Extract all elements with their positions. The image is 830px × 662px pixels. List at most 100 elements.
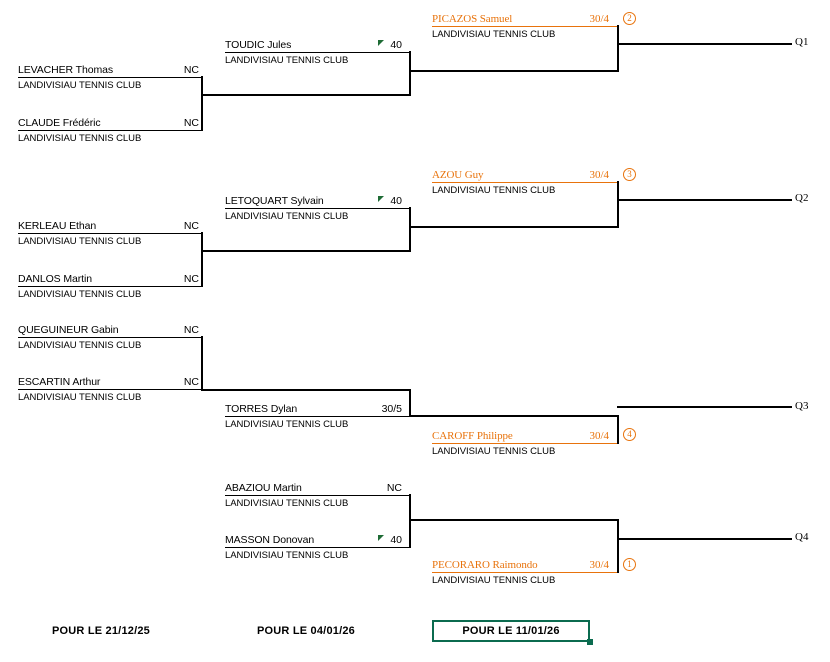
player-club: LANDIVISIAU TENNIS CLUB — [432, 29, 556, 40]
bracket-connector-horizontal — [409, 70, 619, 72]
player-entry[interactable]: LEVACHER Thomas NC LANDIVISIAU TENNIS CL… — [18, 64, 203, 92]
bracket-connector-horizontal — [617, 538, 792, 540]
player-entry-qualified[interactable]: PECORARO Raimondo 30/4 LANDIVISIAU TENNI… — [432, 559, 617, 587]
qualifier-label: Q4 — [795, 531, 809, 543]
bracket-connector-vertical — [617, 181, 619, 226]
player-club: LANDIVISIAU TENNIS CLUB — [225, 550, 349, 561]
player-entry[interactable]: TOUDIC Jules 40 LANDIVISIAU TENNIS CLUB — [225, 39, 410, 67]
player-rank: 40 — [390, 195, 402, 207]
seed-badge: 4 — [623, 428, 636, 441]
player-club: LANDIVISIAU TENNIS CLUB — [18, 236, 142, 247]
player-nameline: ABAZIOU Martin NC — [225, 482, 410, 496]
player-rank: 40 — [390, 39, 402, 51]
player-nameline: PICAZOS Samuel 30/4 — [432, 13, 617, 27]
bracket-connector-vertical — [409, 51, 411, 96]
player-name: PECORARO Raimondo — [432, 559, 538, 571]
player-entry-qualified[interactable]: PICAZOS Samuel 30/4 LANDIVISIAU TENNIS C… — [432, 13, 617, 41]
player-club: LANDIVISIAU TENNIS CLUB — [225, 211, 349, 222]
selection-fill-handle[interactable] — [587, 639, 593, 645]
player-name: CLAUDE Frédéric — [18, 117, 101, 129]
player-club: LANDIVISIAU TENNIS CLUB — [225, 419, 349, 430]
bracket-connector-vertical — [201, 336, 203, 391]
player-name: ABAZIOU Martin — [225, 482, 302, 494]
bracket-connector-horizontal — [201, 250, 411, 252]
player-name: AZOU Guy — [432, 169, 484, 181]
round-date-label-2: POUR LE 04/01/26 — [257, 625, 355, 637]
player-rank: NC — [183, 376, 199, 388]
player-rank: NC — [183, 324, 199, 336]
player-rank: NC — [183, 64, 199, 76]
player-club: LANDIVISIAU TENNIS CLUB — [225, 55, 349, 66]
bracket-connector-horizontal — [201, 389, 411, 391]
bracket-connector-horizontal — [617, 199, 792, 201]
player-entry[interactable]: CLAUDE Frédéric NC LANDIVISIAU TENNIS CL… — [18, 117, 203, 145]
player-entry[interactable]: ABAZIOU Martin NC LANDIVISIAU TENNIS CLU… — [225, 482, 410, 510]
player-name: TOUDIC Jules — [225, 39, 292, 51]
bracket-connector-horizontal — [201, 94, 411, 96]
player-nameline: TOUDIC Jules 40 — [225, 39, 410, 53]
bracket-connector-vertical — [409, 389, 411, 417]
player-nameline: CAROFF Philippe 30/4 — [432, 430, 617, 444]
bracket-connector-horizontal — [409, 226, 619, 228]
seed-badge: 1 — [623, 558, 636, 571]
player-name: CAROFF Philippe — [432, 430, 513, 442]
green-flag-icon — [378, 535, 384, 541]
player-entry[interactable]: MASSON Donovan 40 LANDIVISIAU TENNIS CLU… — [225, 534, 410, 562]
player-name: LEVACHER Thomas — [18, 64, 113, 76]
qualifier-label: Q1 — [795, 36, 809, 48]
player-name: KERLEAU Ethan — [18, 220, 97, 232]
player-rank: NC — [386, 482, 402, 494]
player-nameline: KERLEAU Ethan NC — [18, 220, 203, 234]
player-rank: NC — [183, 117, 199, 129]
player-name: QUEGUINEUR Gabin — [18, 324, 119, 336]
player-nameline: AZOU Guy 30/4 — [432, 169, 617, 183]
player-club: LANDIVISIAU TENNIS CLUB — [432, 446, 556, 457]
player-rank: 30/4 — [589, 559, 609, 571]
player-rank: NC — [183, 220, 199, 232]
qualifier-label: Q3 — [795, 400, 809, 412]
player-nameline: DANLOS Martin NC — [18, 273, 203, 287]
player-entry-qualified[interactable]: CAROFF Philippe 30/4 LANDIVISIAU TENNIS … — [432, 430, 617, 458]
player-club: LANDIVISIAU TENNIS CLUB — [225, 498, 349, 509]
bracket-connector-vertical — [617, 25, 619, 70]
player-nameline: LEVACHER Thomas NC — [18, 64, 203, 78]
player-club: LANDIVISIAU TENNIS CLUB — [432, 575, 556, 586]
player-name: DANLOS Martin — [18, 273, 92, 285]
bracket-connector-vertical — [617, 415, 619, 444]
player-nameline: ESCARTIN Arthur NC — [18, 376, 203, 390]
player-club: LANDIVISIAU TENNIS CLUB — [18, 392, 142, 403]
bracket-connector-vertical — [201, 76, 203, 131]
player-club: LANDIVISIAU TENNIS CLUB — [18, 80, 142, 91]
player-name: ESCARTIN Arthur — [18, 376, 101, 388]
player-entry[interactable]: DANLOS Martin NC LANDIVISIAU TENNIS CLUB — [18, 273, 203, 301]
player-entry-qualified[interactable]: AZOU Guy 30/4 LANDIVISIAU TENNIS CLUB — [432, 169, 617, 197]
player-name: TORRES Dylan — [225, 403, 298, 415]
player-entry[interactable]: QUEGUINEUR Gabin NC LANDIVISIAU TENNIS C… — [18, 324, 203, 352]
bracket-connector-horizontal — [617, 406, 792, 408]
seed-badge: 2 — [623, 12, 636, 25]
seed-badge: 3 — [623, 168, 636, 181]
player-nameline: QUEGUINEUR Gabin NC — [18, 324, 203, 338]
round-date-cell-selected[interactable]: POUR LE 11/01/26 — [432, 620, 590, 642]
player-nameline: LETOQUART Sylvain 40 — [225, 195, 410, 209]
player-rank: 40 — [390, 534, 402, 546]
player-entry[interactable]: ESCARTIN Arthur NC LANDIVISIAU TENNIS CL… — [18, 376, 203, 404]
player-entry[interactable]: KERLEAU Ethan NC LANDIVISIAU TENNIS CLUB — [18, 220, 203, 248]
bracket-connector-horizontal — [409, 415, 619, 417]
player-entry[interactable]: TORRES Dylan 30/5 LANDIVISIAU TENNIS CLU… — [225, 403, 410, 431]
bracket-connector-horizontal — [617, 43, 792, 45]
player-club: LANDIVISIAU TENNIS CLUB — [18, 340, 142, 351]
player-nameline: TORRES Dylan 30/5 — [225, 403, 410, 417]
bracket-connector-horizontal — [409, 519, 619, 521]
player-entry[interactable]: LETOQUART Sylvain 40 LANDIVISIAU TENNIS … — [225, 195, 410, 223]
bracket-connector-vertical — [409, 207, 411, 252]
qualifier-label: Q2 — [795, 192, 809, 204]
player-name: MASSON Donovan — [225, 534, 315, 546]
player-rank: 30/4 — [589, 430, 609, 442]
player-nameline: CLAUDE Frédéric NC — [18, 117, 203, 131]
player-nameline: PECORARO Raimondo 30/4 — [432, 559, 617, 573]
player-rank: 30/4 — [589, 13, 609, 25]
player-club: LANDIVISIAU TENNIS CLUB — [18, 133, 142, 144]
player-rank: NC — [183, 273, 199, 285]
